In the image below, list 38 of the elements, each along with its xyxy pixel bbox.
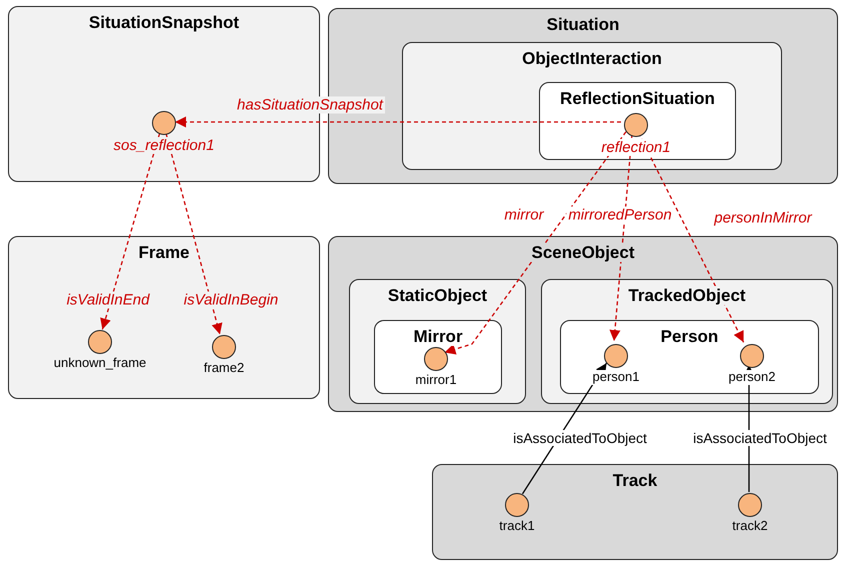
instance-circle <box>604 344 628 368</box>
instance-circle <box>88 330 112 354</box>
instance-circle <box>738 493 762 517</box>
instance-circle <box>152 111 176 135</box>
class-title: ObjectInteraction <box>520 49 664 68</box>
class-box <box>374 320 502 394</box>
class-title: StaticObject <box>386 286 490 305</box>
edge-label: hasSituationSnapshot <box>235 96 385 114</box>
instance-label: sos_reflection1 <box>112 137 216 154</box>
edge-label: mirroredPerson <box>566 206 674 224</box>
class-box <box>402 42 782 170</box>
instance-label: person2 <box>726 370 778 385</box>
class-box <box>328 236 838 412</box>
edge-label: personInMirror <box>712 210 814 226</box>
instance-label: person1 <box>590 370 642 385</box>
class-title: TrackedObject <box>626 286 748 305</box>
instance-label: unknown_frame <box>52 356 148 371</box>
class-title: SituationSnapshot <box>86 13 242 32</box>
instance-circle <box>212 335 236 359</box>
edge-label: isValidInBegin <box>182 292 280 308</box>
class-box <box>541 279 833 404</box>
arrow <box>175 116 621 128</box>
instance-circle <box>424 347 448 371</box>
instance-circle <box>740 344 764 368</box>
instance-circle <box>624 113 648 137</box>
class-box <box>560 320 819 394</box>
class-box <box>8 236 320 399</box>
class-box <box>539 82 736 160</box>
edge-label: isAssociatedToObject <box>511 430 649 446</box>
class-box <box>432 464 838 560</box>
edge-label: isAssociatedToObject <box>691 430 829 446</box>
arrow <box>165 133 222 335</box>
edge-label: isValidInEnd <box>64 292 152 308</box>
arrow <box>444 131 627 354</box>
class-title: SceneObject <box>530 243 636 262</box>
instance-circle <box>505 493 529 517</box>
arrow <box>100 133 160 330</box>
class-box <box>349 279 526 404</box>
